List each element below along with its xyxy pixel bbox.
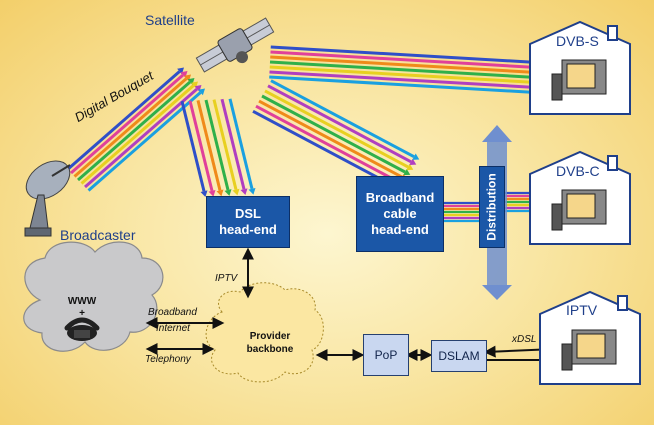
signal-stripe-head: [198, 88, 206, 96]
signal-stripe: [261, 94, 406, 174]
signal-stripe: [269, 65, 545, 85]
broadband-line: Broadband: [148, 307, 197, 318]
house-iptv: [539, 290, 641, 385]
tv-icon: [551, 59, 607, 101]
signal-stripe-head: [403, 168, 411, 176]
signal-stripe-head: [224, 189, 232, 196]
telephony-label: Telephony: [145, 354, 191, 365]
broadband-internet-label: Broadband Internet: [148, 305, 197, 337]
broadcaster-label: Broadcaster: [60, 227, 136, 243]
signal-stripe-head: [412, 153, 420, 160]
cable-headend-line-3: head-end: [371, 222, 429, 237]
signal-stripe: [220, 98, 246, 190]
house-dvb-s: [529, 20, 631, 115]
internet-line: Internet: [156, 323, 190, 334]
signal-stripe: [180, 100, 206, 192]
www-label: WWW +: [62, 296, 102, 320]
signal-stripe: [255, 104, 400, 184]
house-label-dvb-s: DVB-S: [556, 33, 599, 49]
signal-stripe: [270, 50, 546, 70]
provider-backbone-cloud: [205, 282, 324, 383]
satellite-icon: [195, 17, 275, 73]
signal-stripe: [73, 77, 188, 178]
www-line-2: +: [79, 308, 85, 319]
cable-headend-line-1: Broadband: [365, 190, 435, 205]
signal-stripe-head: [232, 188, 240, 196]
broadcaster-dish-icon: [24, 160, 71, 237]
signal-stripe: [258, 99, 403, 179]
telephone-icon: [64, 317, 100, 341]
signal-stripe-head: [240, 188, 248, 196]
signal-stripe: [270, 45, 546, 65]
iptv-link-label: IPTV: [215, 273, 238, 284]
signal-stripe-head: [200, 190, 208, 198]
signal-stripe-head: [208, 189, 216, 197]
house-label-iptv: IPTV: [566, 302, 598, 318]
house-label-dvb-c: DVB-C: [556, 163, 600, 179]
distribution-label: Distribution: [485, 173, 500, 241]
to-cable-bundle: [252, 79, 420, 191]
signal-stripe: [84, 87, 198, 189]
signal-stripe: [204, 99, 230, 191]
signal-stripe: [270, 55, 546, 75]
provider-backbone-line-1: Provider: [249, 331, 291, 342]
signal-stripe: [66, 70, 181, 171]
signal-stripe: [270, 79, 415, 159]
signal-stripe: [228, 98, 254, 190]
signal-stripe: [87, 91, 202, 192]
signal-stripe: [264, 89, 409, 169]
signal-stripe: [269, 70, 545, 90]
uplink-bundle: [66, 67, 206, 192]
signal-stripe: [269, 75, 545, 95]
signal-stripe: [269, 60, 546, 80]
signal-stripe-head: [216, 189, 224, 197]
signal-stripe: [252, 109, 397, 189]
signal-stripe-head: [409, 158, 417, 165]
xdsl-label: xDSL: [512, 334, 537, 345]
provider-backbone-line-2: backbone: [246, 344, 294, 355]
signal-stripe: [196, 100, 222, 191]
dsl-headend-box: DSL head-end: [206, 196, 290, 248]
signal-stripe: [188, 100, 214, 192]
tv-icon: [551, 189, 607, 231]
dslam-box: DSLAM: [431, 340, 487, 372]
distribution-box: Distribution: [479, 166, 505, 248]
to-dvbs-bundle: [269, 45, 552, 97]
cable-headend-line-2: cable: [383, 206, 417, 221]
signal-stripe: [212, 99, 238, 190]
signal-stripe: [80, 84, 195, 185]
to-dsl-bundle: [180, 98, 256, 198]
signal-stripe-head: [248, 187, 256, 195]
satellite-label: Satellite: [145, 12, 195, 28]
signal-stripe-head: [406, 163, 414, 171]
www-line-1: WWW: [67, 296, 97, 307]
pop-box: PoP: [363, 334, 409, 376]
dsl-headend-line-1: DSL: [235, 206, 261, 221]
provider-backbone-label: Provider backbone: [238, 330, 302, 356]
cable-headend-box: Broadband cable head-end: [356, 176, 444, 252]
houses: [529, 20, 641, 385]
signal-stripe: [267, 84, 412, 164]
signal-stripe: [77, 80, 191, 182]
tv-icon: [561, 329, 617, 371]
signal-stripe: [70, 73, 184, 175]
house-dvb-c: [529, 150, 631, 245]
internet-cloud: [23, 241, 164, 352]
dsl-headend-line-2: head-end: [219, 222, 277, 237]
